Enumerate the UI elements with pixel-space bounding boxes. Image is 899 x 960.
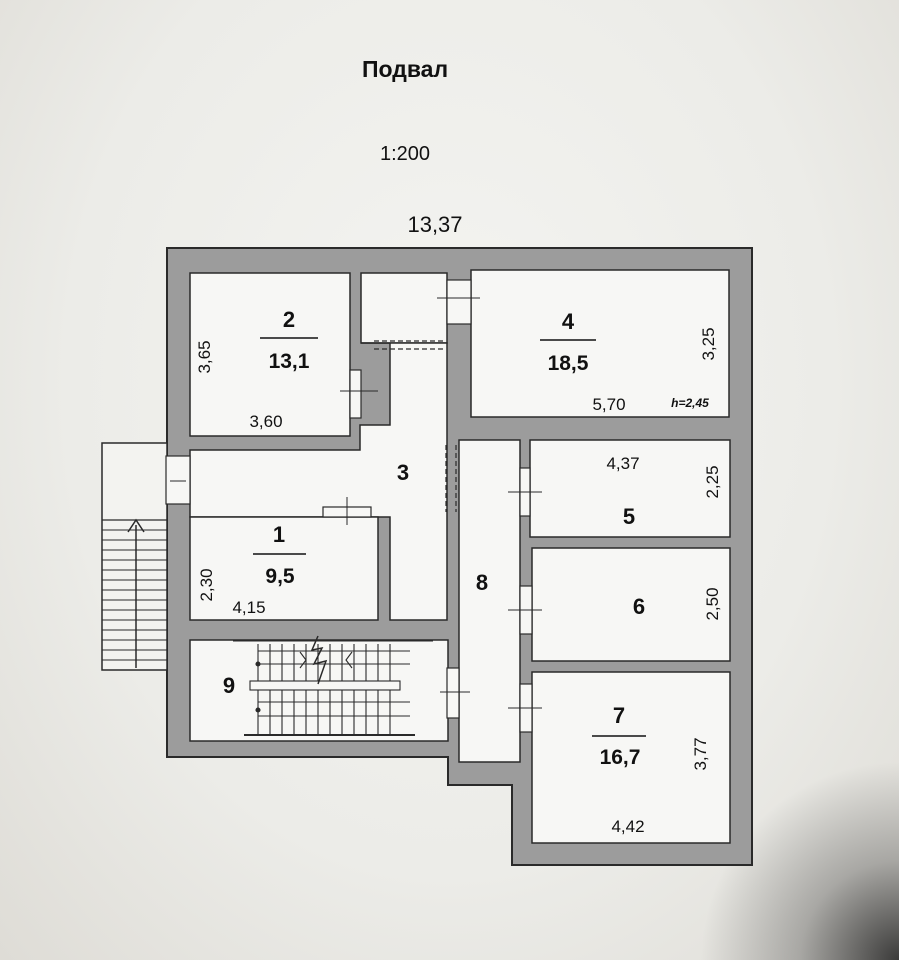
door-swing-ticks xyxy=(170,297,542,709)
opening-dashes xyxy=(374,340,457,512)
room-1-number: 1 xyxy=(273,522,285,547)
overall-width-label: 13,37 xyxy=(407,212,463,237)
room-6-number: 6 xyxy=(633,594,645,619)
room-8-number: 8 xyxy=(476,570,488,595)
room-7-width-dim: 4,42 xyxy=(611,817,644,836)
room-7-area: 16,7 xyxy=(600,746,641,769)
room-1-width-dim: 4,15 xyxy=(232,598,265,617)
room-4-width-dim: 5,70 xyxy=(592,395,625,414)
room-6-height-dim: 2,50 xyxy=(703,587,722,620)
room-5-height-dim: 2,25 xyxy=(703,465,722,498)
room-7-height-dim: 3,77 xyxy=(691,737,710,770)
internal-staircase xyxy=(233,635,433,736)
room-4-ceiling-height: h=2,45 xyxy=(671,396,709,410)
plan-scale: 1:200 xyxy=(379,143,431,165)
entrance-stairs xyxy=(101,442,168,671)
room-2-number: 2 xyxy=(283,307,295,332)
room-4 xyxy=(470,269,730,418)
room-2-width-dim: 3,60 xyxy=(249,412,282,431)
room-2 xyxy=(189,272,351,437)
room-7 xyxy=(531,671,731,844)
room-4-area: 18,5 xyxy=(548,352,589,375)
room-5 xyxy=(529,439,731,538)
room-5-number: 5 xyxy=(623,504,635,529)
room-4-height-dim: 3,25 xyxy=(699,327,718,360)
room-2-area: 13,1 xyxy=(269,350,310,373)
room-6 xyxy=(531,547,731,662)
room-8 xyxy=(458,439,521,763)
plan-title: Подвал xyxy=(361,56,449,82)
room-3-number: 3 xyxy=(397,460,409,485)
room-7-number: 7 xyxy=(613,703,625,728)
room-1-height-dim: 2,30 xyxy=(197,568,216,601)
closet-top xyxy=(360,272,448,344)
room-9-number: 9 xyxy=(223,673,235,698)
room-5-width-dim: 4,37 xyxy=(606,454,639,473)
room-2-height-dim: 3,65 xyxy=(195,340,214,373)
room-4-number: 4 xyxy=(562,309,575,334)
room-1 xyxy=(189,516,379,621)
room-1-area: 9,5 xyxy=(265,565,295,588)
